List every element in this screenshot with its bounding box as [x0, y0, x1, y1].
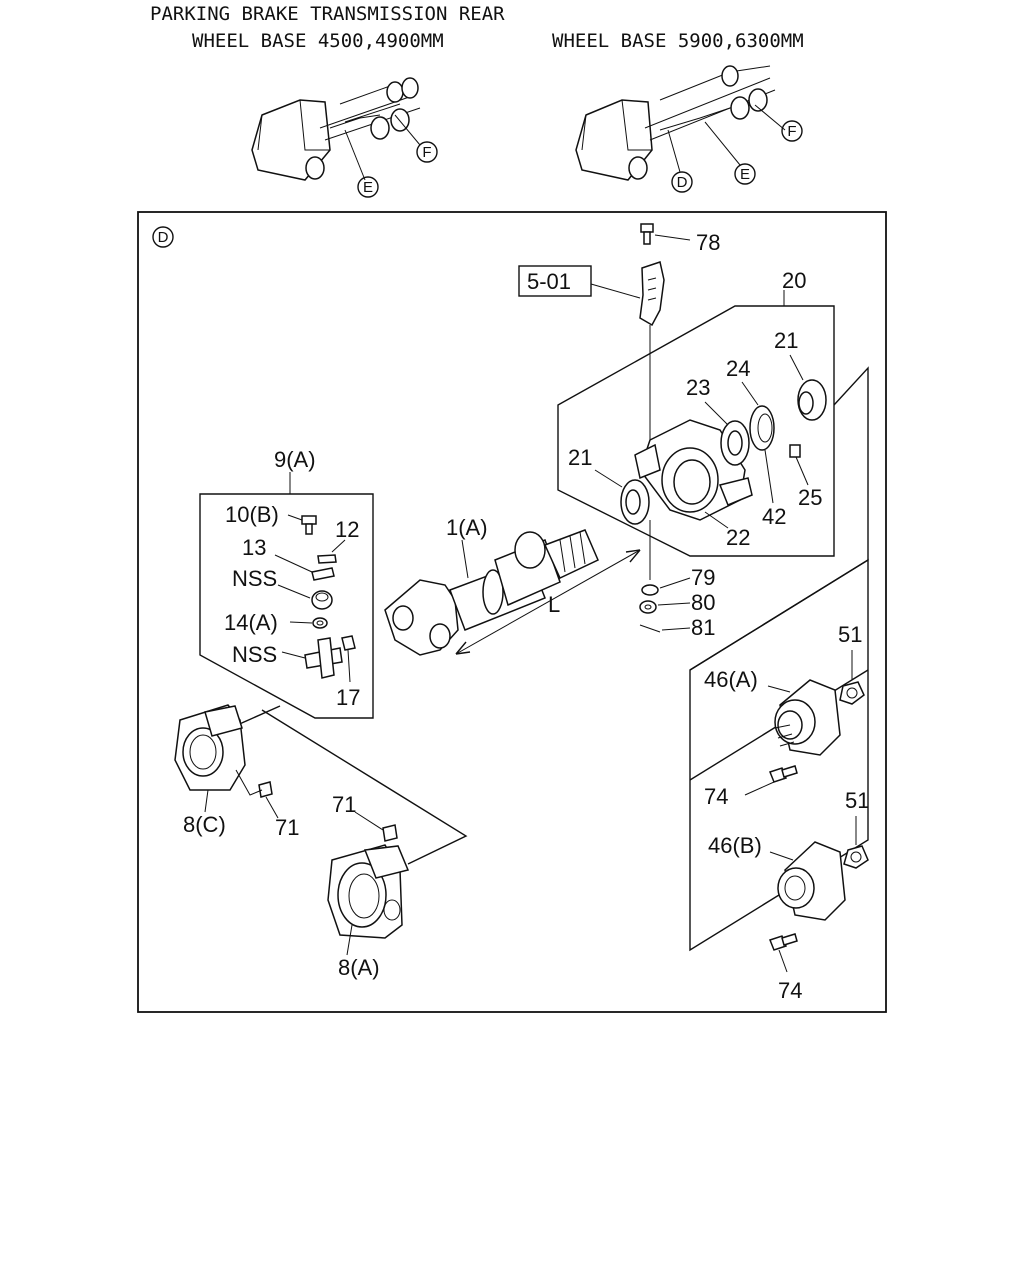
bolt-10b: [301, 515, 317, 535]
bolt-74-top: [769, 765, 798, 783]
label-12: 12: [335, 517, 359, 542]
seal-21-left: [620, 479, 650, 525]
truck-thumbnail-right: [575, 65, 786, 181]
label-79: 79: [691, 565, 715, 590]
grease-nipple-17: [341, 635, 356, 651]
callout-left-f: F: [416, 141, 438, 163]
bearing-cup-nss-1: [311, 590, 333, 610]
ref-label-5-01: 5-01: [527, 269, 571, 294]
flange-yoke-8c: [174, 704, 246, 791]
bolt-78: [640, 223, 691, 245]
ref-box-5-01: [518, 265, 592, 297]
label-25: 25: [798, 485, 822, 510]
fitting-25: [789, 444, 801, 458]
label-74-top: 74: [704, 784, 728, 809]
diagram-title: PARKING BRAKE TRANSMISSION REAR: [150, 3, 505, 25]
seal-14a: [312, 617, 328, 629]
callout-right-f: F: [781, 120, 803, 142]
spider-nss-2: [304, 637, 343, 679]
label-81: 81: [691, 615, 715, 640]
detail-frame: [137, 211, 887, 1013]
label-14a: 14(A): [224, 610, 278, 635]
nut-51-top: [839, 681, 865, 705]
label-13: 13: [242, 535, 266, 560]
bolt-74-bottom: [769, 933, 798, 951]
label-46b: 46(B): [708, 833, 762, 858]
label-9a: 9(A): [274, 447, 316, 472]
label-nss-2: NSS: [232, 642, 277, 667]
label-10b: 10(B): [225, 502, 279, 527]
label-51-bottom: 51: [845, 788, 869, 813]
label-23: 23: [686, 375, 710, 400]
seal-21-top: [797, 379, 827, 421]
nut-71-left: [258, 781, 273, 798]
flange-46a: [774, 679, 841, 756]
callout-detail-d: D: [152, 226, 174, 248]
label-78: 78: [696, 230, 720, 255]
label-71-left: 71: [275, 815, 299, 840]
svg-text:E: E: [740, 166, 750, 183]
callout-right-e: E: [734, 163, 756, 185]
group-46-outline: [689, 558, 869, 952]
dimension-l: [455, 549, 641, 655]
label-42: 42: [762, 504, 786, 529]
label-17: 17: [336, 685, 360, 710]
label-21-left: 21: [568, 445, 592, 470]
lock-plate-12: [317, 554, 337, 564]
svg-text:D: D: [158, 229, 169, 246]
label-8a: 8(A): [338, 955, 380, 980]
wheelbase-left-label: WHEEL BASE 4500,4900MM: [192, 30, 444, 52]
label-74-bottom: 74: [778, 978, 802, 1003]
svg-text:F: F: [787, 123, 796, 140]
label-24: 24: [726, 356, 750, 381]
wheelbase-right-label: WHEEL BASE 5900,6300MM: [552, 30, 804, 52]
bearing-23: [720, 420, 750, 466]
label-51-top: 51: [838, 622, 862, 647]
nut-51-bottom: [843, 845, 869, 869]
washer-79: [641, 584, 659, 596]
label-71-right: 71: [332, 792, 356, 817]
truck-thumbnail-left: [251, 77, 421, 181]
group-9a-outline: [199, 493, 374, 719]
label-22: 22: [726, 525, 750, 550]
label-46a: 46(A): [704, 667, 758, 692]
propeller-shaft-1a: [384, 529, 599, 656]
label-8c: 8(C): [183, 812, 226, 837]
pin-81: [639, 624, 661, 633]
flange-yoke-8a: [327, 844, 410, 939]
label-l: L: [548, 592, 560, 617]
washer-80: [639, 600, 657, 614]
svg-text:E: E: [363, 179, 373, 196]
label-nss-1: NSS: [232, 566, 277, 591]
label-20: 20: [782, 268, 806, 293]
callout-left-e: E: [357, 176, 379, 198]
svg-text:F: F: [422, 144, 431, 161]
label-1a: 1(A): [446, 515, 488, 540]
label-21-top: 21: [774, 328, 798, 353]
label-80: 80: [691, 590, 715, 615]
svg-text:D: D: [677, 174, 688, 191]
group-20-outline: [557, 305, 835, 557]
ring-24: [749, 405, 775, 451]
housing-22: [634, 419, 753, 521]
snap-ring-13: [311, 567, 335, 581]
bracket-5-01: [639, 261, 665, 440]
nut-71-right: [382, 824, 398, 842]
flange-46b: [777, 841, 846, 921]
callout-right-d: D: [671, 171, 693, 193]
